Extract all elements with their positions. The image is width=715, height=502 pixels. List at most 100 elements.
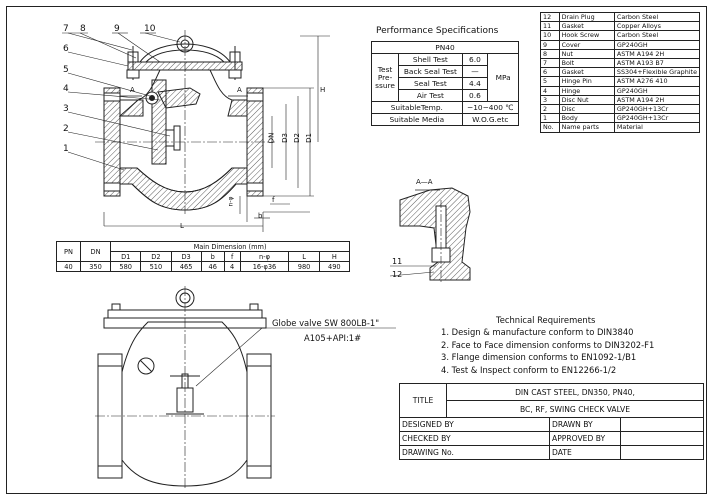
callout-1: 1 <box>63 144 69 154</box>
dim-value: 4 <box>223 261 241 272</box>
parts-cell-material: ASTM A276 410 <box>613 76 701 87</box>
parts-cell-material: GP240GH+13Cr <box>613 113 701 124</box>
requirements-title: Technical Requirements <box>496 315 596 325</box>
dim-value: 580 <box>110 261 142 272</box>
requirement-item: 4. Test & Inspect conform to EN12266-1/2 <box>441 364 617 375</box>
perf-pn: PN40 <box>371 41 519 54</box>
parts-cell-material: SS304+Flexible Graphite <box>613 67 701 78</box>
dim-header: D3 <box>170 251 202 262</box>
requirements-list: 1. Design & manufacture conform to DIN38… <box>441 326 654 376</box>
parts-cell-material: ASTM A194 2H <box>613 94 701 106</box>
perf-media-value: W.O.G.etc <box>461 113 520 126</box>
dim-value: 16-φ36 <box>239 261 290 272</box>
parts-cell-name: Body <box>558 113 615 124</box>
drawing-no-label: DRAWING No. <box>399 445 550 460</box>
callout-2: 2 <box>63 124 69 134</box>
performance-table: PN40 Test Pre- ssure Shell Test 6.0 MPa … <box>370 41 520 126</box>
callout-6: 6 <box>63 44 69 54</box>
parts-cell-no: 1 <box>540 113 560 124</box>
parts-cell-name: Disc <box>558 104 615 115</box>
dim-value: 980 <box>288 261 320 272</box>
detail-section-aa <box>389 187 471 282</box>
parts-cell-material: Copper Alloys <box>613 21 701 32</box>
dim-label-l: L <box>180 222 184 230</box>
perf-row-name: Seal Test <box>398 77 463 90</box>
drawn-by-label: DRAWN BY <box>549 417 621 432</box>
parts-cell-name: Hinge Pin <box>558 76 615 87</box>
callout-10: 10 <box>144 24 156 34</box>
section-title-aa: A—A <box>416 178 433 186</box>
parts-cell-name: Drain Plug <box>558 11 615 23</box>
parts-cell-no: 9 <box>540 39 560 50</box>
perf-test-label: Test Pre- ssure <box>370 53 400 102</box>
perf-row-name: Air Test <box>398 89 463 102</box>
parts-cell-name: Bolt <box>558 58 615 69</box>
dim-value: 46 <box>200 261 225 272</box>
dim-header: f <box>223 251 241 262</box>
drawn-by-value[interactable] <box>620 417 704 432</box>
dim-label-b: b <box>258 212 263 220</box>
parts-cell-no: 7 <box>540 58 560 69</box>
section-view <box>62 30 330 232</box>
title-line-1: DIN CAST STEEL, DN350, PN40, <box>446 383 704 401</box>
callout-3: 3 <box>63 104 69 114</box>
dim-value: 350 <box>79 261 112 272</box>
parts-header-material: Material <box>613 122 701 133</box>
parts-cell-no: 8 <box>540 48 560 60</box>
approved-by-value[interactable] <box>620 431 704 446</box>
perf-row-name: Shell Test <box>398 53 463 66</box>
dim-value: 490 <box>318 261 351 272</box>
dim-value: 510 <box>140 261 172 272</box>
perf-row-value: 4.4 <box>461 77 489 90</box>
parts-cell-no: 11 <box>540 21 560 32</box>
dim-label-n-phi: n-φ <box>227 196 235 207</box>
perf-row-value: 0.6 <box>461 89 489 102</box>
callout-5: 5 <box>63 65 69 75</box>
perf-row-value: 6.0 <box>461 53 489 66</box>
exterior-view <box>95 286 396 490</box>
globe-valve-note: Globe valve SW 800LB-1" <box>272 318 380 328</box>
date-value[interactable] <box>620 445 704 460</box>
dim-label-h: H <box>320 86 326 94</box>
drawing-frame <box>6 6 707 494</box>
dim-label-d3: D3 <box>280 133 289 143</box>
dim-value: 465 <box>170 261 202 272</box>
parts-cell-no: 10 <box>540 30 560 41</box>
perf-media-label: Suitable Media <box>371 113 463 126</box>
parts-cell-name: Gasket <box>558 67 615 78</box>
dim-header: L <box>288 251 320 262</box>
parts-cell-no: 5 <box>540 76 560 87</box>
parts-cell-name: Hinge <box>558 85 615 96</box>
parts-cell-no: 12 <box>540 11 560 23</box>
dim-header-dn: DN <box>79 241 112 262</box>
callout-4: 4 <box>63 84 69 94</box>
requirement-item: 3. Flange dimension conforms to EN1092-1… <box>441 352 637 362</box>
dim-value: 40 <box>56 261 81 272</box>
dim-header: H <box>318 251 351 262</box>
parts-cell-material: Carbon Steel <box>613 30 701 41</box>
parts-cell-name: Disc Nut <box>558 94 615 106</box>
parts-cell-material: Carbon Steel <box>613 11 701 23</box>
section-mark-left: A <box>130 86 135 94</box>
callout-8: 8 <box>80 24 86 34</box>
dim-header: n-φ <box>239 251 290 262</box>
perf-row-name: Back Seal Test <box>398 65 463 78</box>
dim-label-f: f <box>272 196 275 204</box>
perf-row-value: — <box>461 65 489 78</box>
section-mark-right: A <box>237 86 242 94</box>
requirement-item: 1. Design & manufacture conform to DIN38… <box>441 327 634 337</box>
parts-cell-name: Nut <box>558 48 615 60</box>
title-line-2: BC, RF, SWING CHECK VALVE <box>446 400 704 418</box>
detail-callout-12: 12 <box>392 270 403 279</box>
parts-cell-name: Cover <box>558 39 615 50</box>
designed-by-label: DESIGNED BY <box>399 417 550 432</box>
